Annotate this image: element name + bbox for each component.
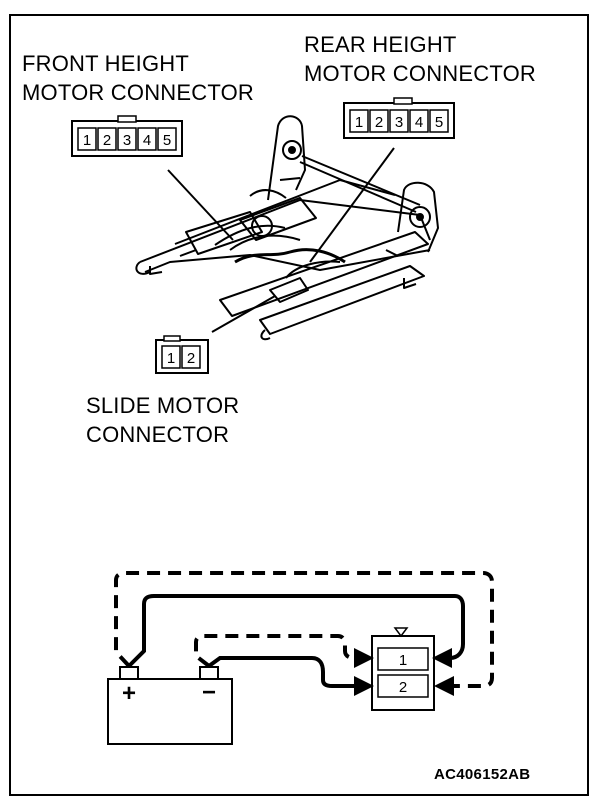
battery-positive-sign: + bbox=[122, 680, 136, 707]
test-terminal-1-label: 1 bbox=[399, 652, 407, 669]
battery-negative-sign: − bbox=[202, 679, 216, 706]
rear-connector-pin-2 bbox=[369, 109, 389, 133]
solid-wire-positive bbox=[127, 594, 465, 668]
front-height-label-line1: FRONT HEIGHT bbox=[22, 51, 189, 76]
rear-leader-line bbox=[309, 147, 395, 263]
solid-wire-negative bbox=[207, 656, 374, 696]
front-connector-pin-2 bbox=[97, 127, 117, 151]
front-connector-pin-label-1: 1 bbox=[83, 132, 91, 149]
rear-connector-pin-3 bbox=[389, 109, 409, 133]
test-connector bbox=[371, 635, 435, 711]
front-connector-pin-label-3: 3 bbox=[123, 132, 131, 149]
rear-connector-pin-label-1: 1 bbox=[355, 114, 363, 131]
front-connector-pin-label-4: 4 bbox=[143, 132, 151, 149]
rear-connector-pin-label-4: 4 bbox=[415, 114, 423, 131]
slide-connector-pin-label-2: 2 bbox=[187, 350, 195, 367]
rear-connector-pin-4 bbox=[409, 109, 429, 133]
front-connector-pin-5 bbox=[157, 127, 177, 151]
front-connector-pin-label-5: 5 bbox=[163, 132, 171, 149]
rear-connector-pin-label-2: 2 bbox=[375, 114, 383, 131]
slide-motor-label-line2: CONNECTOR bbox=[86, 422, 230, 447]
battery-positive-terminal bbox=[119, 666, 139, 680]
battery-negative-terminal bbox=[199, 666, 219, 680]
test-terminal-2-label: 2 bbox=[399, 679, 407, 696]
dashed-wire-positive bbox=[114, 571, 494, 696]
rear-height-label: REAR HEIGHT MOTOR CONNECTOR bbox=[304, 30, 536, 88]
front-leader-line bbox=[167, 169, 234, 241]
rear-connector-pin-label-5: 5 bbox=[435, 114, 443, 131]
dashed-wire-negative bbox=[194, 634, 374, 668]
rear-height-label-line2: MOTOR CONNECTOR bbox=[304, 61, 536, 86]
figure-code: AC406152AB bbox=[434, 766, 531, 783]
slide-connector-pin-2 bbox=[181, 345, 201, 369]
battery bbox=[107, 678, 233, 745]
test-terminal-2 bbox=[377, 674, 429, 698]
rear-height-label-line1: REAR HEIGHT bbox=[304, 32, 457, 57]
front-height-label: FRONT HEIGHT MOTOR CONNECTOR bbox=[22, 49, 254, 107]
test-circuit: + − 1 2 bbox=[107, 571, 494, 745]
test-terminal-1 bbox=[377, 647, 429, 671]
test-connector-key bbox=[393, 627, 409, 638]
front-connector-pin-1 bbox=[77, 127, 97, 151]
slide-motor-label: SLIDE MOTOR CONNECTOR bbox=[86, 391, 239, 449]
rear-connector-pin-5 bbox=[429, 109, 449, 133]
rear-connector-pin-label-3: 3 bbox=[395, 114, 403, 131]
front-connector-pin-3 bbox=[117, 127, 137, 151]
seat-frame-illustration bbox=[135, 115, 439, 341]
rear-connector-pin-1 bbox=[349, 109, 369, 133]
slide-connector-pin-label-1: 1 bbox=[167, 350, 175, 367]
front-connector-pin-label-2: 2 bbox=[103, 132, 111, 149]
front-connector-pin-4 bbox=[137, 127, 157, 151]
front-height-label-line2: MOTOR CONNECTOR bbox=[22, 80, 254, 105]
figure-frame bbox=[9, 14, 589, 796]
slide-motor-label-line1: SLIDE MOTOR bbox=[86, 393, 240, 418]
slide-connector-pin-1 bbox=[161, 345, 181, 369]
slide-leader-line bbox=[211, 295, 276, 333]
